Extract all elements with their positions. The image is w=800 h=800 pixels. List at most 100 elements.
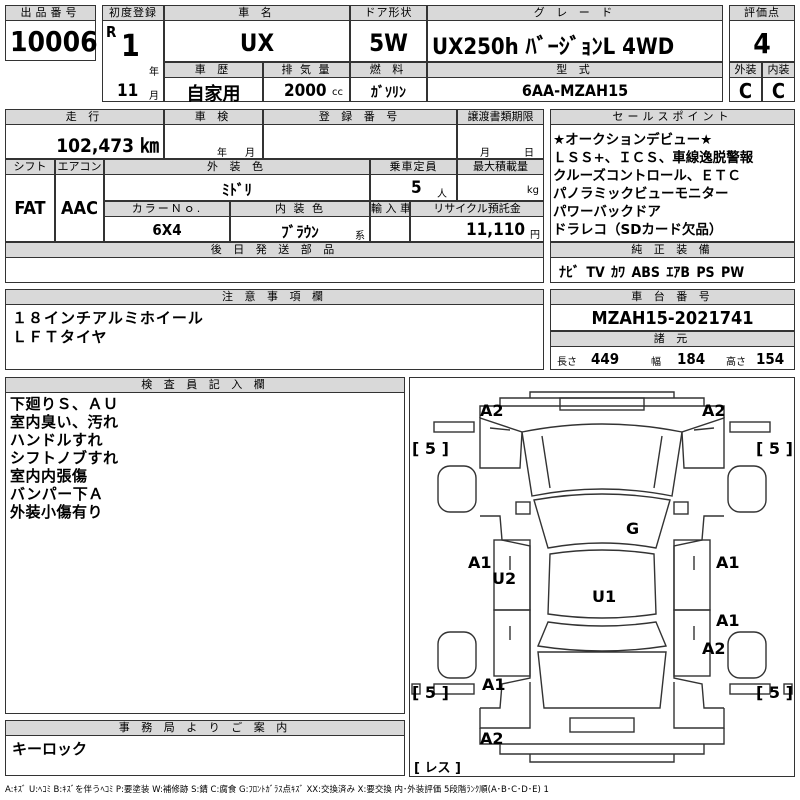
specs-label: 諸 元 bbox=[550, 331, 795, 347]
load-box: kg bbox=[457, 174, 544, 201]
plate-box bbox=[263, 124, 457, 159]
inspection-year-unit: 年 bbox=[217, 148, 227, 159]
length-value: 449 bbox=[591, 350, 620, 368]
recycle-box: 11,110 円 bbox=[410, 216, 544, 242]
notes-box: １８インチアルミホイール ＬＦＴタイヤ bbox=[5, 304, 544, 370]
score: 4 bbox=[753, 27, 771, 60]
exterior-color-box: ﾐﾄﾞﾘ bbox=[104, 174, 370, 201]
displacement-label: 排 気 量 bbox=[263, 62, 350, 78]
sales-point: ★オークションデビュー★ bbox=[553, 132, 713, 148]
shift-label: シフト bbox=[5, 159, 55, 175]
aircon-box: AAC bbox=[55, 174, 104, 242]
office-box: キーロック bbox=[5, 735, 405, 776]
mark-front-right-corner: A2 bbox=[702, 401, 726, 420]
int-grade-box: C bbox=[762, 77, 795, 103]
mark-right-rear-door: A1 bbox=[716, 611, 740, 630]
equipment-item: PS bbox=[696, 265, 715, 281]
note-line: ＬＦＴタイヤ bbox=[12, 328, 108, 346]
notes-label: 注 意 事 項 欄 bbox=[5, 289, 544, 305]
recycle-label: リサイクル預託金 bbox=[410, 201, 544, 217]
windshield bbox=[533, 493, 671, 549]
inspector-line: バンパー下Ａ bbox=[10, 485, 104, 503]
import-box bbox=[370, 216, 410, 242]
car-name-box: UX bbox=[164, 20, 350, 62]
later-parts-box bbox=[5, 257, 544, 283]
mark-right-rear-fender: A2 bbox=[702, 639, 726, 658]
chassis-box: MZAH15-2021741 bbox=[550, 304, 795, 331]
mark-underbody-center: U1 bbox=[592, 587, 616, 606]
inspection-label: 車 検 bbox=[164, 109, 263, 125]
specs-box: 長さ 449 幅 184 高さ 154 bbox=[550, 346, 795, 370]
mark-tire-fl: [ 5 ] bbox=[412, 439, 449, 458]
right-mirror bbox=[673, 501, 689, 515]
inspector-notes: 下廻りＳ、ＡＵ 室内臭い、汚れ ハンドルすれ シフトノブすれ 室内内張傷 バンパ… bbox=[10, 395, 119, 521]
note-line: １８インチアルミホイール bbox=[12, 309, 204, 327]
capacity-label: 乗車定員 bbox=[370, 159, 457, 175]
mark-tire-rr: [ 5 ] bbox=[756, 683, 793, 702]
mileage-box: 102,473 ㎞ bbox=[5, 124, 164, 159]
car-name-label: 車 名 bbox=[164, 5, 350, 21]
door-box: 5W bbox=[350, 20, 427, 62]
fuel-label: 燃 料 bbox=[350, 62, 427, 78]
car-name: UX bbox=[239, 29, 275, 57]
width-value: 184 bbox=[677, 350, 706, 368]
equipment-item: ﾅﾋﾞ bbox=[559, 265, 580, 281]
left-front-box bbox=[433, 421, 475, 433]
registration-month: 11 bbox=[117, 81, 139, 101]
lot-number: 10006 bbox=[10, 25, 98, 58]
mark-spare: [ レス ] bbox=[414, 761, 461, 776]
model-code-box: 6AA-MZAH15 bbox=[427, 77, 723, 102]
model-code: 6AA-MZAH15 bbox=[521, 81, 629, 100]
rear-plate bbox=[569, 717, 635, 733]
ext-grade-box: C bbox=[729, 77, 762, 103]
interior-color-box: ﾌﾞﾗｳﾝ 系 bbox=[230, 216, 370, 242]
fuel-box: ｶﾞｿﾘﾝ bbox=[350, 77, 427, 102]
ext-grade-label: 外装 bbox=[729, 62, 762, 78]
chassis-label: 車 台 番 号 bbox=[550, 289, 795, 305]
right-front-box bbox=[729, 421, 771, 433]
sales-points-box: ★オークションデビュー★ ＬＳＳ+、ＩＣＳ、車線逸脱警報 クルーズコントロール、… bbox=[550, 124, 795, 242]
ext-grade: C bbox=[738, 79, 753, 103]
shift-box: FAT bbox=[5, 174, 55, 242]
height-label: 高さ bbox=[726, 357, 746, 368]
int-grade: C bbox=[771, 79, 786, 103]
score-box: 4 bbox=[729, 20, 795, 62]
exterior-color: ﾐﾄﾞﾘ bbox=[221, 181, 252, 199]
equipment-item: ｴｱB bbox=[666, 265, 690, 281]
capacity-box: 5 人 bbox=[370, 174, 457, 201]
registration-year-unit: 年 bbox=[149, 67, 159, 78]
left-rear-door-shape bbox=[493, 609, 531, 677]
mark-front-left-corner: A2 bbox=[480, 401, 504, 420]
mark-right-front-door: A1 bbox=[716, 553, 740, 572]
lot-number-label: 出品番号 bbox=[5, 5, 96, 21]
right-sill-box bbox=[783, 683, 793, 695]
history: 自家用 bbox=[186, 84, 241, 105]
mark-left-rear-fender: A1 bbox=[482, 675, 506, 694]
right-front-fender bbox=[681, 417, 725, 469]
equipment-label: 純 正 装 備 bbox=[550, 242, 795, 258]
inspector-line: 室内内張傷 bbox=[10, 467, 88, 485]
width-label: 幅 bbox=[651, 357, 661, 368]
front-bumper-outline bbox=[479, 391, 725, 418]
score-label: 評価点 bbox=[729, 5, 795, 21]
displacement-unit: cc bbox=[332, 87, 343, 98]
capacity-unit: 人 bbox=[437, 189, 447, 200]
hood-outline bbox=[521, 423, 683, 497]
sales-point: パワーバックドア bbox=[553, 204, 661, 220]
inspection-month-unit: 月 bbox=[245, 148, 255, 159]
right-rear-fender-shape bbox=[673, 682, 725, 729]
hood-line bbox=[541, 435, 663, 489]
tire-fl-shape bbox=[437, 465, 477, 513]
grade: UX250h ﾊﾞｰｼﾞｮﾝL 4WD bbox=[432, 35, 675, 60]
shift: FAT bbox=[14, 198, 46, 219]
tailgate bbox=[537, 651, 667, 709]
office-note: キーロック bbox=[12, 740, 88, 758]
rear-bumper-outline bbox=[479, 728, 725, 763]
tire-rl-shape bbox=[437, 631, 477, 679]
inspector-label: 検 査 員 記 入 欄 bbox=[5, 377, 405, 393]
tire-rr-shape bbox=[727, 631, 767, 679]
front-bumper-grill bbox=[559, 397, 645, 411]
sales-point: ドラレコ（SDカード欠品） bbox=[553, 222, 723, 238]
color-no-label: カラーＮｏ. bbox=[104, 201, 230, 217]
transfer-month-unit: 月 bbox=[480, 148, 490, 159]
